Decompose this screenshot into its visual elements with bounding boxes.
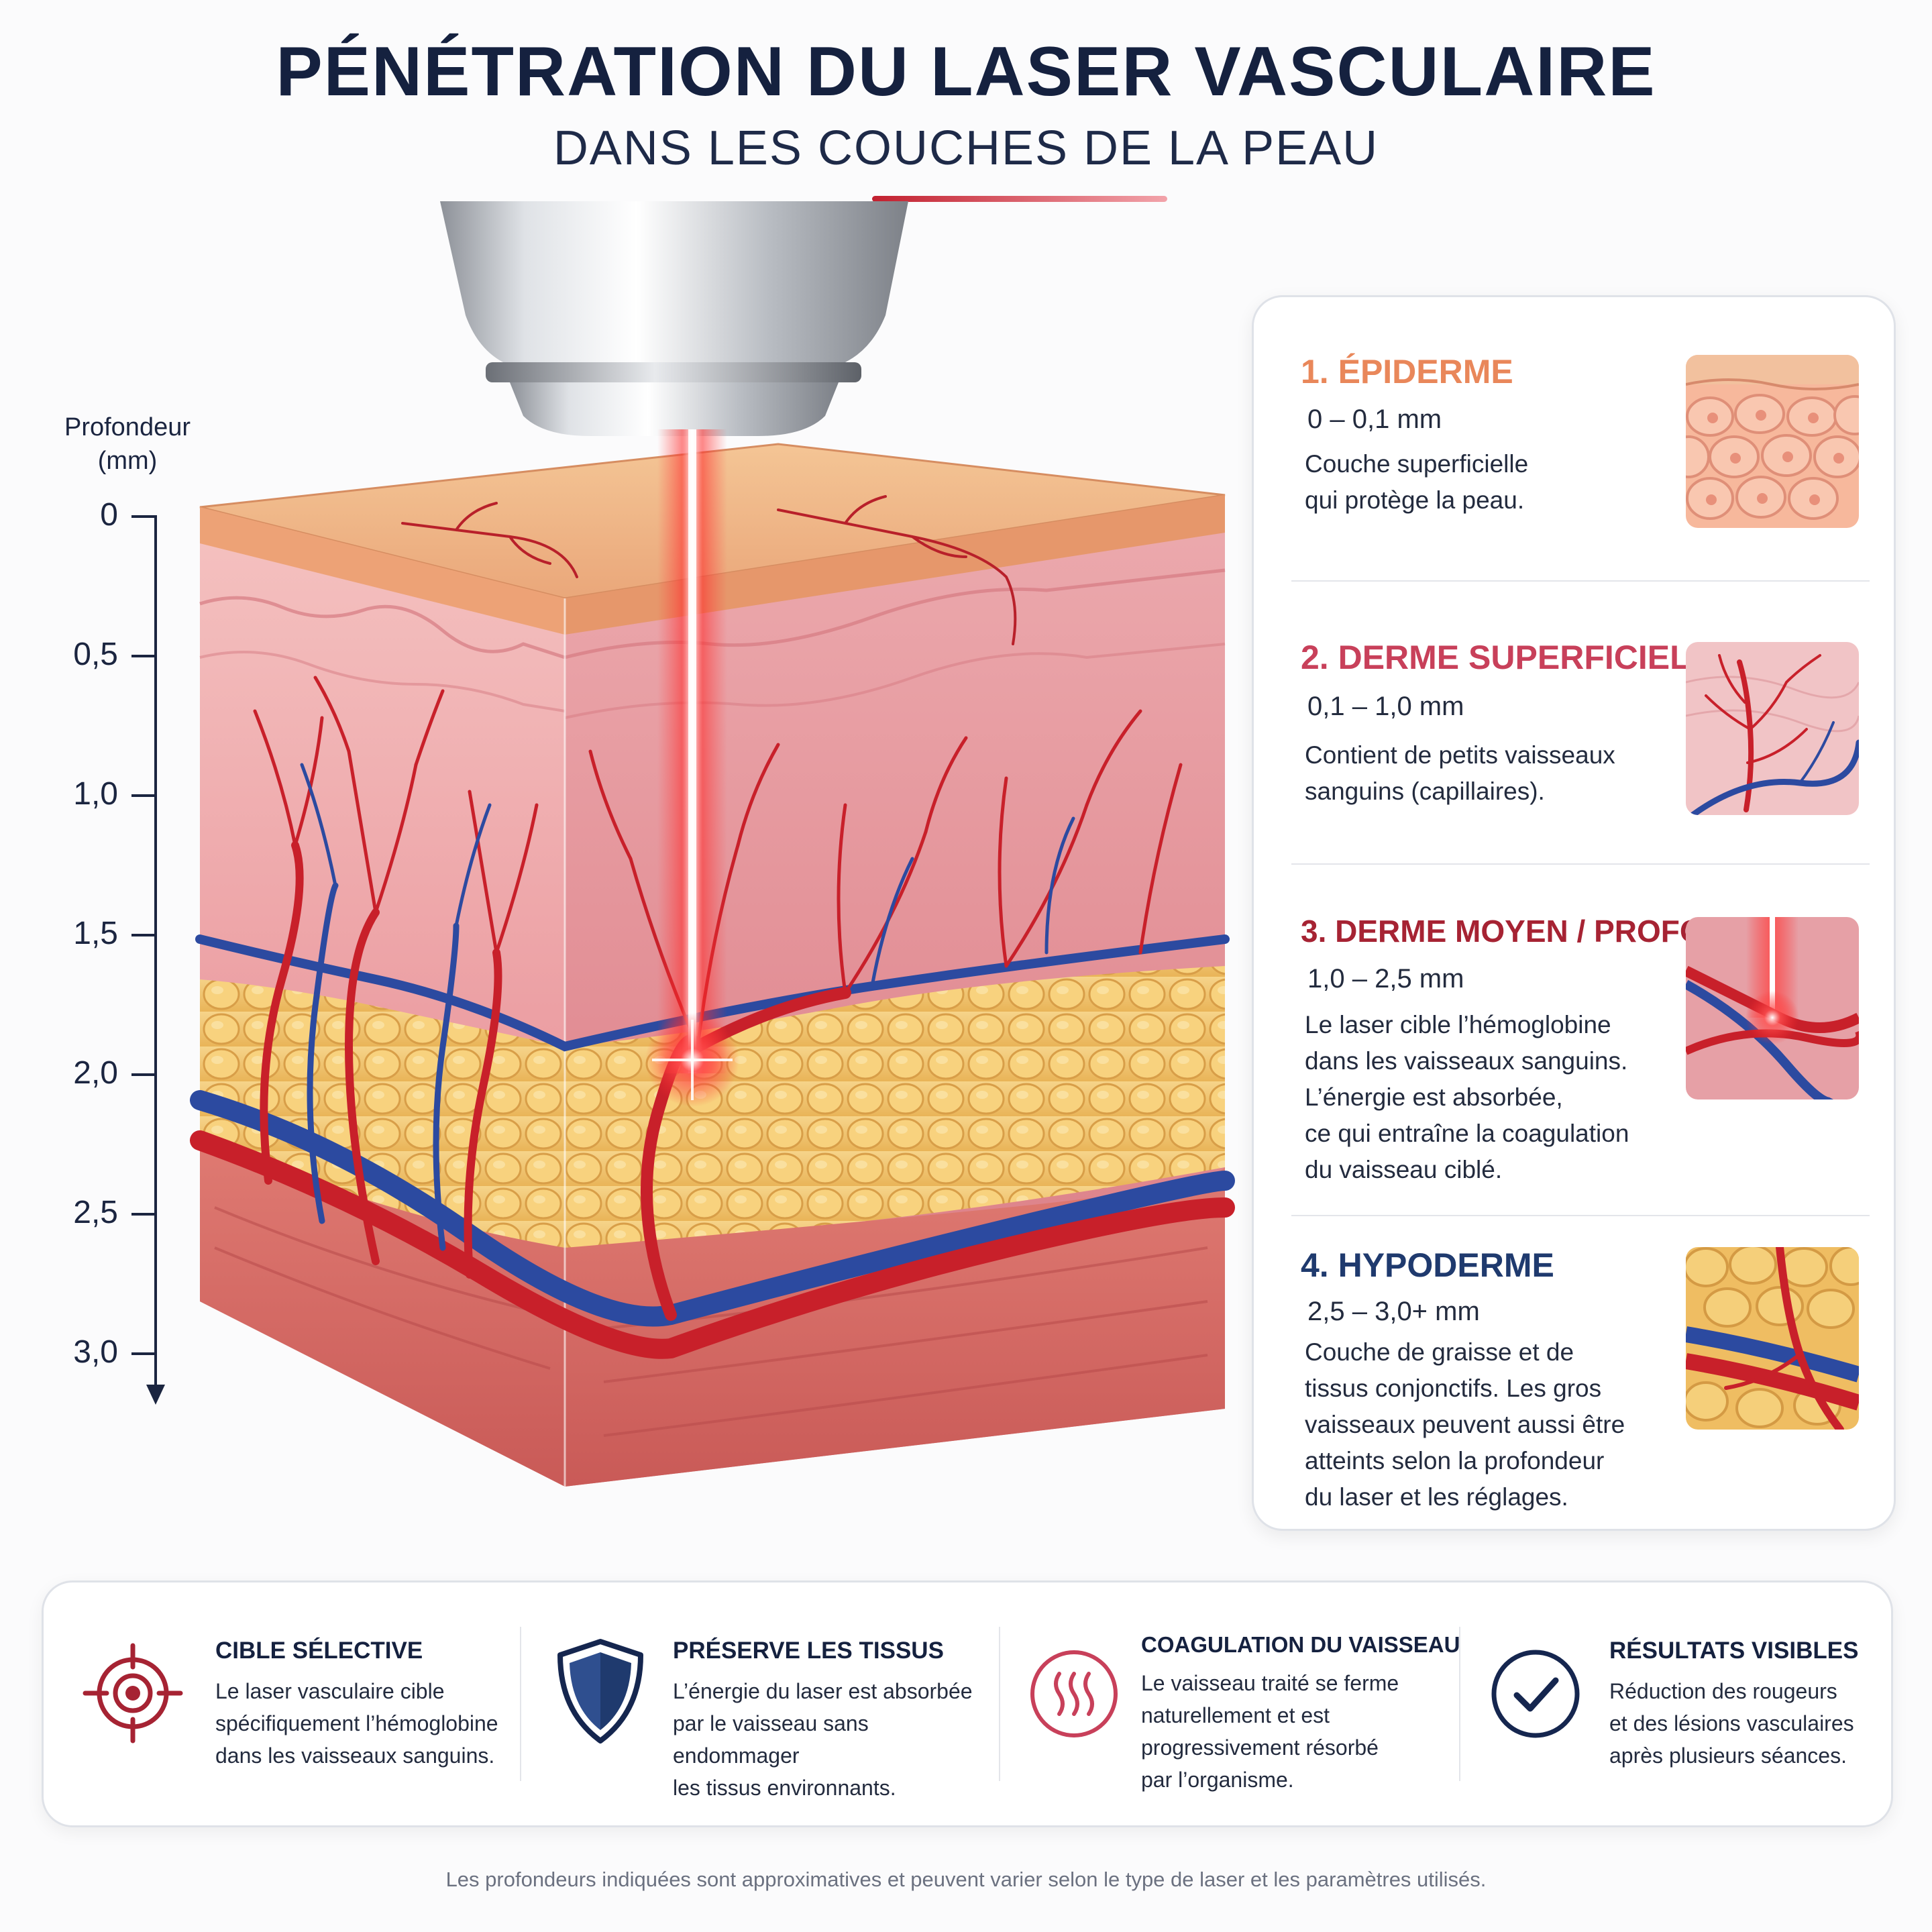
target-icon [83,1643,183,1743]
feature-title: PRÉSERVE LES TISSUS [673,1638,944,1664]
feature-title: COAGULATION DU VAISSEAU [1141,1632,1460,1657]
muscle-layer-side [565,1167,1225,1487]
dermal-wave [199,596,566,659]
feature-description: L’énergie du laser est absorbée par le v… [673,1679,973,1800]
feature-title: RÉSULTATS VISIBLES [1609,1638,1859,1664]
feature-coagulation: COAGULATION DU VAISSEAU Le vaisseau trai… [1000,1582,1460,1825]
layer-divider [1291,863,1870,865]
dermal-wave [199,651,566,712]
depth-tick-label: 3,0 [73,1334,118,1370]
feature-description: Le laser vasculaire cible spécifiquement… [215,1679,498,1768]
check-circle-icon [1491,1650,1580,1738]
layer-name: 2. DERME SUPERFICIEL [1301,639,1690,676]
layer-description: Contient de petits vaisseaux sanguins (c… [1305,741,1615,805]
feature-preserve-tissue: PRÉSERVE LES TISSUS L’énergie du laser e… [521,1582,999,1825]
depth-axis-arrow [146,1385,165,1405]
hypodermis-thumbnail [1686,1247,1859,1430]
epidermis-thumbnail [1686,355,1859,528]
depth-axis-label-line2: (mm) [97,447,158,475]
layer-depth-range: 2,5 – 3,0+ mm [1307,1297,1480,1326]
layer-name: 1. ÉPIDERME [1301,353,1513,390]
laser-handpiece-ring [486,362,861,382]
depth-tick-label: 1,0 [73,776,118,812]
feature-title: CIBLE SÉLECTIVE [215,1638,423,1664]
layer-divider [1291,580,1870,582]
layer-description: Couche superficielle qui protège la peau… [1305,450,1529,514]
skin-cross-section-illustration [190,201,1235,1487]
laser-handpiece-tip [510,382,839,436]
page-title: PÉNÉTRATION DU LASER VASCULAIRE [276,33,1656,111]
depth-tick-label: 2,5 [73,1195,118,1230]
dermal-vein [195,934,1230,1052]
laser-beam-core [688,429,696,1073]
heat-waves-icon [1030,1650,1118,1737]
feature-separator [520,1627,521,1781]
ascending-vein [307,882,460,1251]
laser-target-flare [652,1020,733,1100]
feature-description: Réduction des rougeurs et des lésions va… [1609,1679,1854,1768]
layer-info-panel: 1. ÉPIDERME 0 – 0,1 mm Couche superficie… [1252,295,1896,1531]
feature-separator [1459,1627,1460,1781]
layer-description: Couche de graisse et de tissus conjoncti… [1305,1338,1625,1511]
muscle-fibers [214,1206,1208,1437]
shield-icon [557,1639,643,1743]
epidermis-front-edge [200,507,565,635]
large-artery [190,1130,1235,1359]
feature-visible-results: RÉSULTATS VISIBLES Réduction des rougeur… [1460,1582,1890,1825]
layer-depth-range: 1,0 – 2,5 mm [1307,964,1464,994]
depth-tick-label: 2,0 [73,1055,118,1091]
feature-separator [999,1627,1000,1781]
epidermis-side-edge [565,495,1225,635]
feature-panel: CIBLE SÉLECTIVE Le laser vasculaire cibl… [42,1580,1893,1827]
layer-name: 4. HYPODERME [1301,1246,1554,1284]
layer-description: Le laser cible l’hémoglobine dans les va… [1305,1011,1629,1183]
depth-axis-label-line1: Profondeur [64,413,191,441]
layer-depth-range: 0 – 0,1 mm [1307,405,1442,434]
depth-axis-label: Profondeur (mm) [40,411,215,478]
depth-tick-label: 0 [100,497,118,533]
surface-capillaries [401,495,1017,645]
depth-tick-label: 1,5 [73,916,118,951]
depth-axis [131,515,165,1405]
footnote: Les profondeurs indiquées sont approxima… [445,1868,1487,1891]
dermal-wave [564,568,1226,659]
dermal-wave [564,643,1226,719]
feature-description: Le vaisseau traité se ferme naturellemen… [1141,1671,1399,1792]
feature-selective-target: CIBLE SÉLECTIVE Le laser vasculaire cibl… [44,1582,520,1825]
title-underline [872,196,1167,202]
layer-divider [1291,1215,1870,1216]
laser-handpiece-body [440,201,908,362]
ascending-artery [260,841,502,1279]
layer-depth-range: 0,1 – 1,0 mm [1307,692,1464,721]
superficial-dermis-thumbnail [1686,642,1859,815]
page-subtitle: DANS LES COUCHES DE LA PEAU [553,121,1379,175]
venule-network [300,763,1075,988]
depth-tick-label: 0,5 [73,637,118,672]
layer-name: 3. DERME MOYEN / PROFOND [1301,914,1749,949]
deep-dermis-thumbnail [1686,917,1859,1099]
